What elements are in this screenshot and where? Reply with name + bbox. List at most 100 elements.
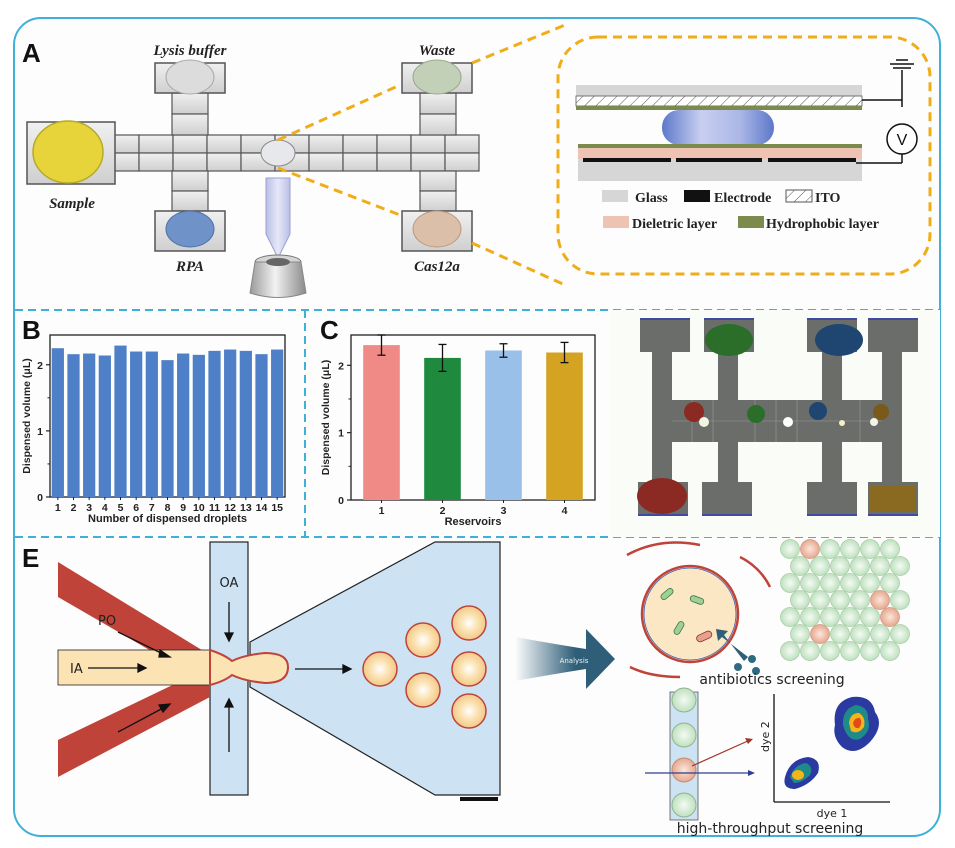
label-oa: OA bbox=[220, 576, 239, 591]
bubble-negative bbox=[810, 556, 830, 576]
legend-swatch-ito bbox=[785, 189, 813, 203]
bar bbox=[145, 351, 158, 497]
electrode-tile bbox=[138, 134, 174, 154]
analysis-arrow: Analysis bbox=[515, 629, 615, 689]
d-droplet-blue-reservoir bbox=[815, 324, 863, 356]
bubble-negative bbox=[860, 539, 880, 559]
d-droplet-red-reservoir bbox=[637, 478, 687, 514]
d-droplet-red bbox=[684, 402, 704, 422]
bubble-negative bbox=[850, 556, 870, 576]
x-tick-label: 13 bbox=[240, 502, 252, 514]
bubble-negative bbox=[860, 641, 880, 661]
reservoir-cas12a bbox=[401, 210, 473, 252]
electrode-tile bbox=[342, 134, 378, 154]
bubble-negative bbox=[860, 607, 880, 627]
bubble-negative bbox=[800, 607, 820, 627]
legend-label-dielectric: Dieletric layer bbox=[632, 217, 717, 232]
bar bbox=[485, 350, 522, 500]
y-tick-label: 2 bbox=[338, 360, 344, 372]
e-droplet bbox=[405, 672, 441, 708]
electrode-tile bbox=[342, 152, 378, 172]
ito-layer bbox=[575, 95, 863, 107]
x-tick-label: 4 bbox=[562, 505, 568, 517]
bubble-negative bbox=[870, 624, 890, 644]
panel-letter-b: B bbox=[22, 315, 41, 345]
x-tick-label: 2 bbox=[440, 505, 446, 517]
bubble-negative bbox=[890, 590, 910, 610]
reservoir-lysis bbox=[154, 59, 226, 95]
x-tick-label: 1 bbox=[55, 502, 61, 514]
electrode-tile bbox=[138, 152, 174, 172]
bar bbox=[114, 345, 127, 497]
voltage-symbol: V bbox=[897, 132, 908, 149]
bubble-negative bbox=[880, 641, 900, 661]
electrode-tile bbox=[206, 152, 242, 172]
d-droplet-blue bbox=[809, 402, 827, 420]
electrode-tile bbox=[172, 134, 208, 154]
d-droplet-green-reservoir bbox=[705, 324, 753, 356]
bubble-negative bbox=[850, 590, 870, 610]
bubble-negative bbox=[820, 641, 840, 661]
bubble-negative bbox=[890, 624, 910, 644]
bubble-negative bbox=[820, 607, 840, 627]
panel-letter-c: C bbox=[320, 315, 339, 345]
legend-label-ito: ITO bbox=[815, 191, 841, 206]
x-tick-label: 12 bbox=[224, 502, 236, 514]
electrode-tile bbox=[419, 92, 457, 115]
bar bbox=[208, 350, 221, 497]
x-tick-label: 4 bbox=[102, 502, 108, 514]
d-droplet-gold bbox=[873, 404, 889, 420]
e-droplet bbox=[451, 651, 487, 687]
x-tick-label: 8 bbox=[165, 502, 171, 514]
electrode-tile bbox=[419, 190, 457, 212]
bar bbox=[224, 349, 237, 497]
bar bbox=[424, 357, 461, 500]
top-hydrophobic bbox=[576, 106, 862, 110]
label-lysis-buffer: Lysis buffer bbox=[153, 43, 227, 59]
bar bbox=[177, 353, 190, 497]
dielectric-layer bbox=[578, 148, 862, 159]
bar bbox=[161, 360, 174, 497]
droplet bbox=[662, 110, 774, 145]
legend-swatch-hydrophobic bbox=[738, 216, 764, 228]
axis-label-dye1: dye 1 bbox=[817, 807, 848, 820]
bubble-negative bbox=[780, 641, 800, 661]
detection-droplet bbox=[260, 139, 296, 167]
d-droplet-green bbox=[747, 405, 765, 423]
electrode-tile bbox=[172, 152, 208, 172]
x-tick-label: 11 bbox=[209, 502, 220, 514]
analysis-label: Analysis bbox=[560, 657, 589, 665]
x-axis-label: Number of dispensed droplets bbox=[88, 513, 247, 525]
electrode-tile bbox=[376, 152, 412, 172]
electrode-tile bbox=[171, 190, 209, 212]
bubble-negative bbox=[880, 573, 900, 593]
bar bbox=[255, 354, 268, 497]
bubble-negative bbox=[790, 624, 810, 644]
bubble-negative bbox=[870, 556, 890, 576]
x-tick-label: 14 bbox=[256, 502, 268, 514]
legend-swatch-dielectric bbox=[603, 216, 629, 228]
electrode-tile bbox=[171, 92, 209, 115]
electrode-tile bbox=[444, 134, 480, 154]
htp-illustration bbox=[645, 687, 890, 821]
bubble-negative bbox=[840, 539, 860, 559]
bubble-negative bbox=[800, 641, 820, 661]
bar bbox=[239, 350, 252, 497]
panel-a-chip-diagram: Lysis buffer Waste Sample RPA Cas12a V G… bbox=[26, 23, 932, 298]
top-glass bbox=[576, 85, 862, 96]
plot-area-frame bbox=[350, 334, 596, 501]
scale-bar bbox=[460, 797, 498, 801]
inset-legend: Glass Electrode ITO Dieletric layer Hydr… bbox=[602, 189, 879, 232]
bubble-negative bbox=[890, 556, 910, 576]
bubble-negative bbox=[830, 590, 850, 610]
label-waste: Waste bbox=[419, 43, 456, 59]
bubble-negative bbox=[780, 539, 800, 559]
electrode-tile bbox=[171, 170, 209, 192]
bubble-negative bbox=[780, 573, 800, 593]
bubble-negative bbox=[790, 590, 810, 610]
x-tick-label: 6 bbox=[133, 502, 139, 514]
detector bbox=[249, 177, 307, 298]
label-sample: Sample bbox=[49, 196, 95, 212]
label-ia: IA bbox=[70, 662, 83, 677]
